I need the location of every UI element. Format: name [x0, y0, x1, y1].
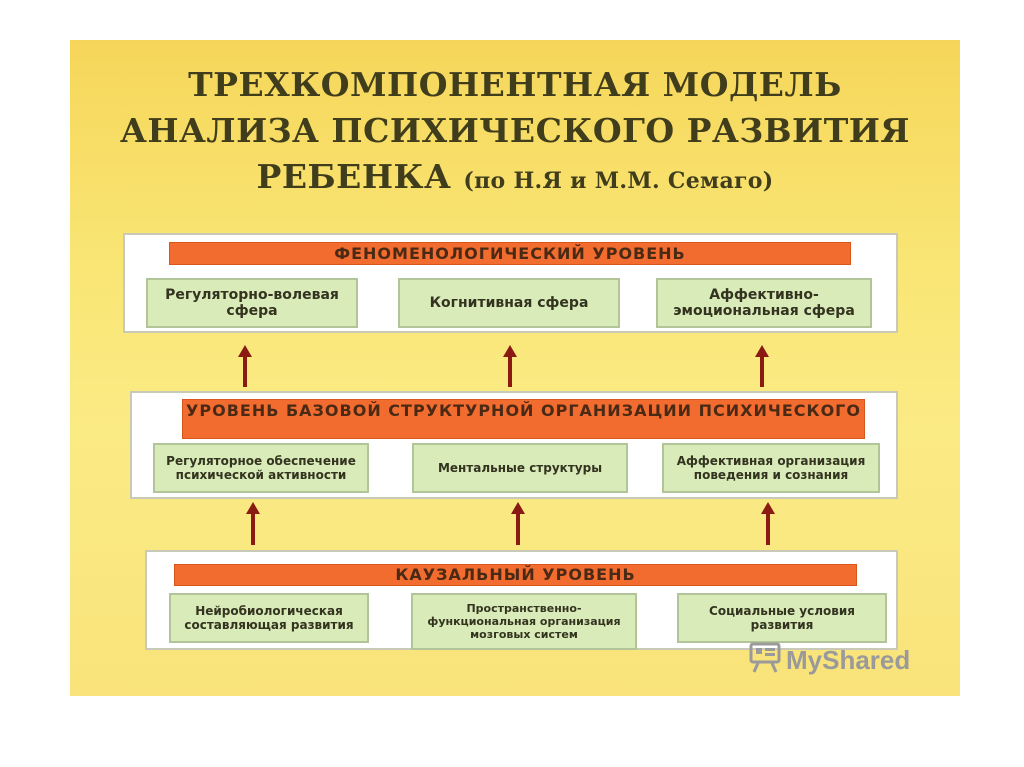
slide-title: ТРЕХКОМПОНЕНТНАЯ МОДЕЛЬ АНАЛИЗА ПСИХИЧЕС…	[70, 62, 960, 204]
title-line-1: ТРЕХКОМПОНЕНТНАЯ МОДЕЛЬ	[188, 65, 842, 104]
component-box: Регуляторное обеспечение психической акт…	[153, 443, 369, 493]
title-line-2: АНАЛИЗА ПСИХИЧЕСКОГО РАЗВИТИЯ	[119, 111, 911, 150]
component-box: Социальные условия развития	[677, 593, 887, 643]
component-box: Регуляторно-волевая сфера	[146, 278, 358, 328]
component-box: Пространственно-функциональная организац…	[411, 593, 637, 650]
level-basic-structural: УРОВЕНЬ БАЗОВОЙ СТРУКТУРНОЙ ОРГАНИЗАЦИИ …	[130, 391, 898, 499]
component-box: Нейробиологическая составляющая развития	[169, 593, 369, 643]
watermark-text: MyShared	[786, 645, 911, 675]
component-box: Аффективно-эмоциональная сфера	[656, 278, 872, 328]
level-causal: КАУЗАЛЬНЫЙ УРОВЕНЬ Нейробиологическая со…	[145, 550, 898, 650]
component-box: Ментальные структуры	[412, 443, 628, 493]
level-label: ФЕНОМЕНОЛОГИЧЕСКИЙ УРОВЕНЬ	[169, 242, 851, 265]
up-arrow-icon	[246, 502, 260, 545]
level-label: КАУЗАЛЬНЫЙ УРОВЕНЬ	[174, 564, 857, 586]
component-box: Когнитивная сфера	[398, 278, 620, 328]
level-label: УРОВЕНЬ БАЗОВОЙ СТРУКТУРНОЙ ОРГАНИЗАЦИИ …	[182, 399, 865, 439]
up-arrow-icon	[238, 345, 252, 387]
component-box: Аффективная организация поведения и созн…	[662, 443, 880, 493]
title-author: (по Н.Я и М.М. Семаго)	[463, 168, 774, 194]
up-arrow-icon	[755, 345, 769, 387]
level-phenomenological: ФЕНОМЕНОЛОГИЧЕСКИЙ УРОВЕНЬ Регуляторно-в…	[123, 233, 898, 333]
watermark-logo: MyShared	[748, 640, 910, 681]
up-arrow-icon	[503, 345, 517, 387]
presentation-board-icon	[748, 640, 782, 681]
up-arrow-icon	[511, 502, 525, 545]
up-arrow-icon	[761, 502, 775, 545]
title-line-3: РЕБЕНКА	[256, 157, 452, 196]
